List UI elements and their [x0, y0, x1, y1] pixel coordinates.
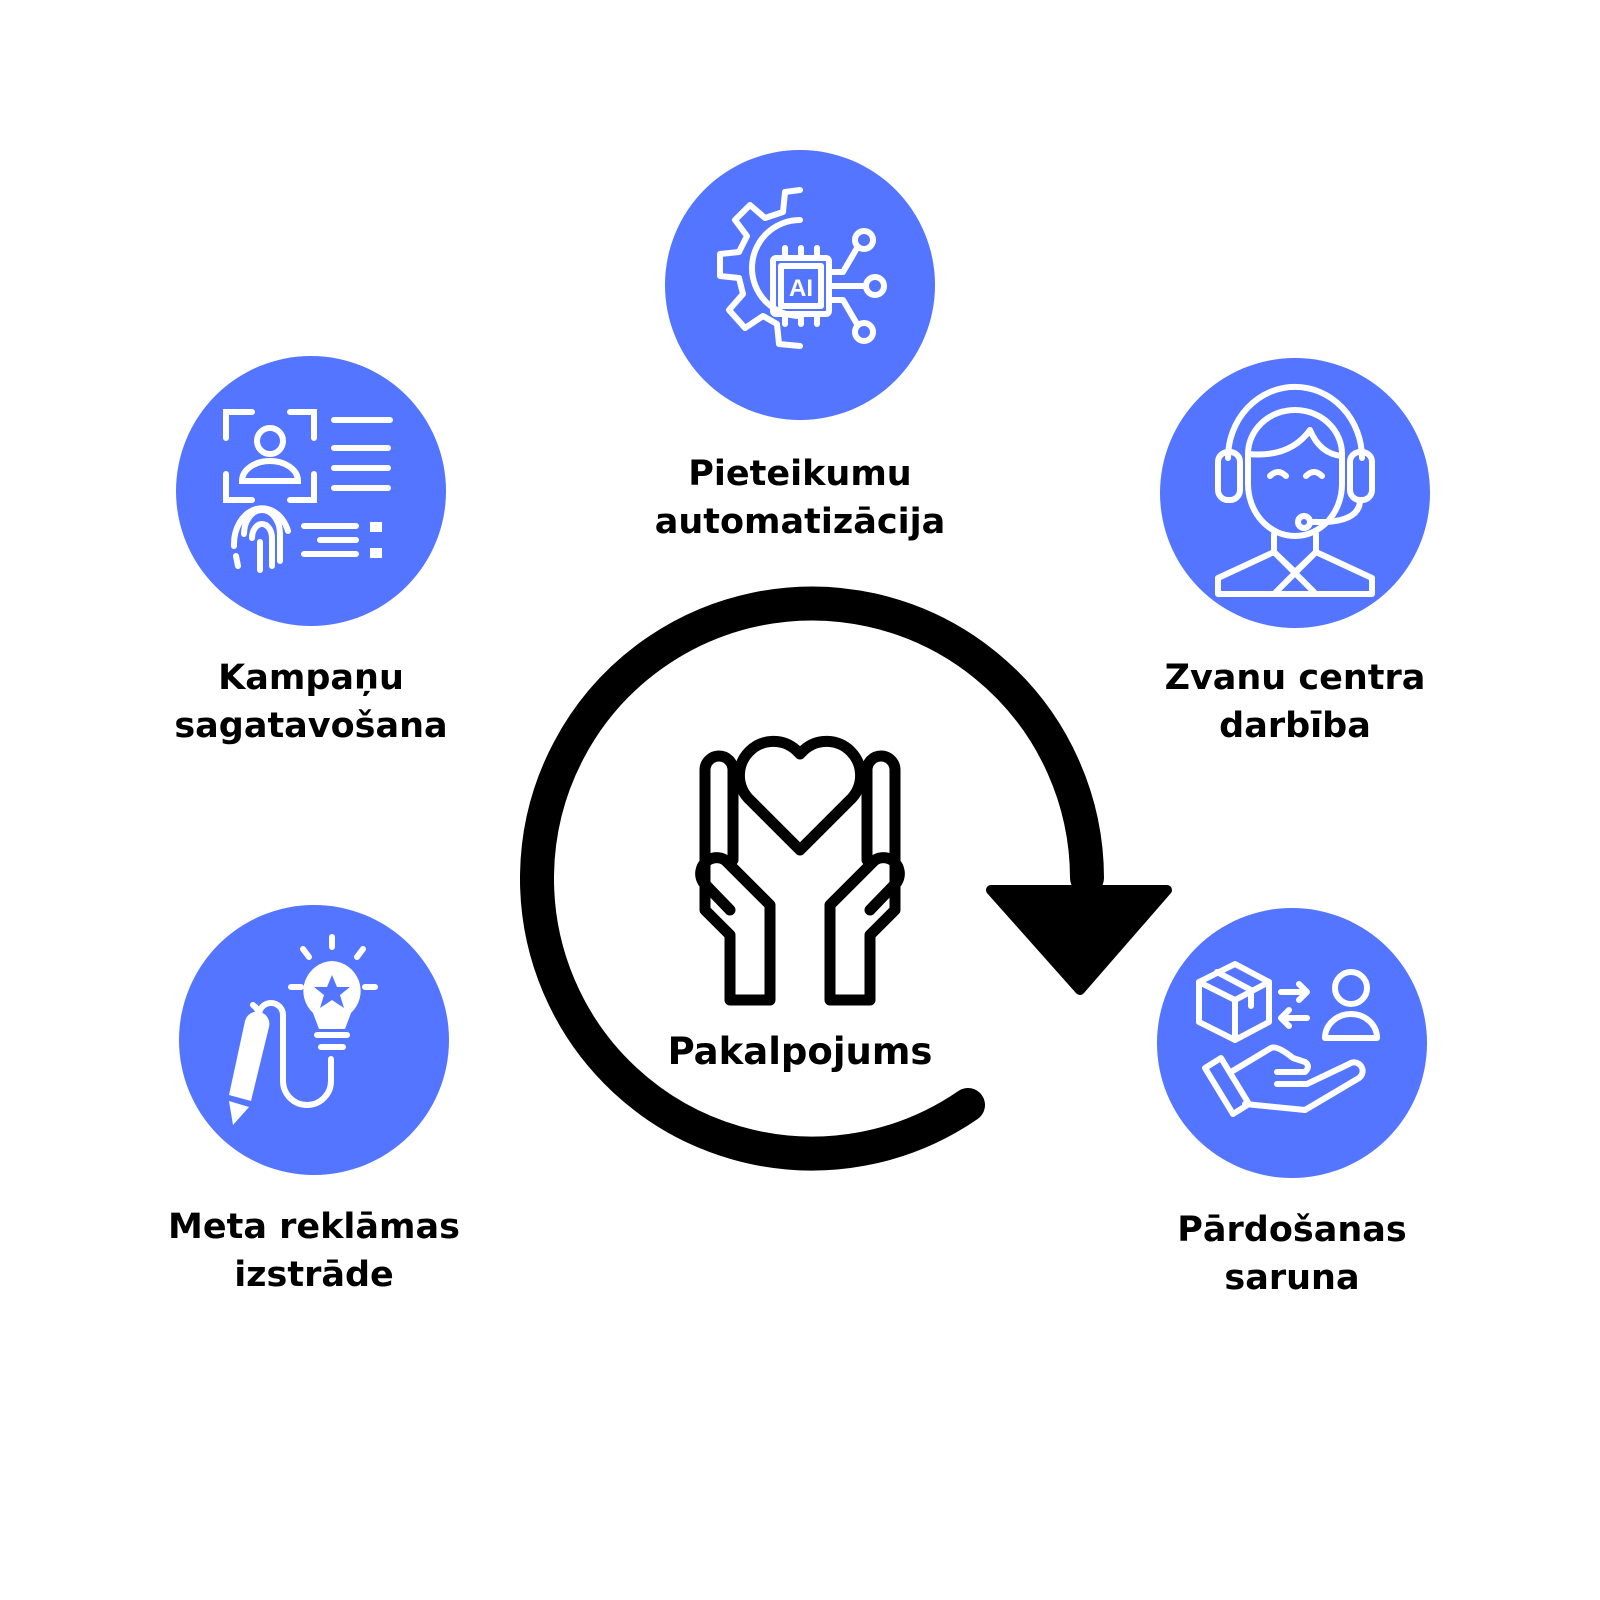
center-label: Pakalpojums [667, 1030, 933, 1073]
idea-bulb-pencil-icon [179, 905, 449, 1175]
node-automation-label: Pieteikumu automatizācija [654, 454, 946, 542]
hands-heart-icon [695, 735, 905, 1006]
node-automation-circle: AI [665, 150, 935, 420]
node-campaign-circle [176, 356, 446, 626]
node-campaign-label: Kampaņu sagatavošana [174, 658, 448, 746]
node-ads-label: Meta reklāmas izstrāde [168, 1207, 460, 1295]
node-sales-label: Pārdošanas saruna [1177, 1210, 1407, 1298]
node-callcenter-label: Zvanu centra darbība [1164, 658, 1426, 746]
node-callcenter-circle [1160, 358, 1430, 628]
headset-agent-icon [1160, 358, 1430, 628]
ai-gear-chip-icon: AI [665, 150, 935, 420]
cycle-arrow-icon [520, 586, 1172, 1171]
svg-text:AI: AI [789, 275, 813, 302]
profile-document-icon [176, 356, 446, 626]
node-ads-circle [179, 905, 449, 1175]
node-sales-circle [1157, 908, 1427, 1178]
box-exchange-hand-icon [1157, 908, 1427, 1178]
